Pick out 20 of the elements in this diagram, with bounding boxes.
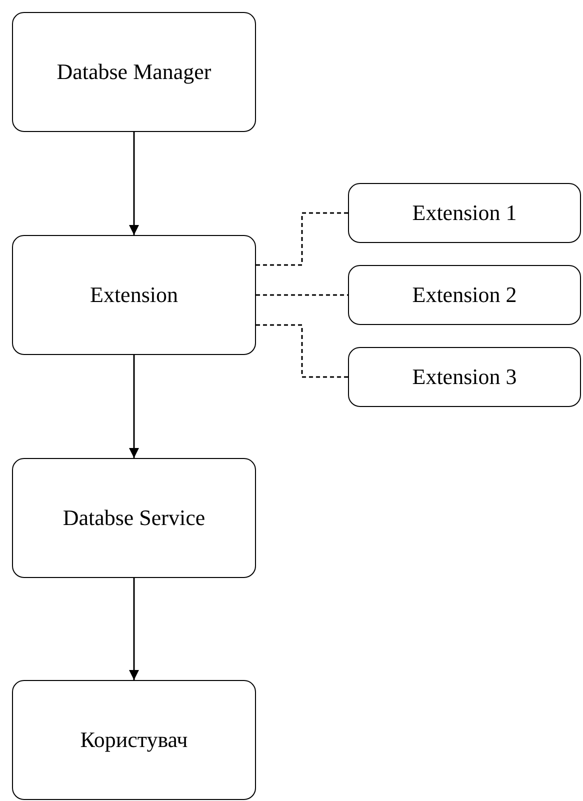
- node-label: Databse Manager: [56, 58, 212, 86]
- node-label: Extension: [90, 280, 178, 309]
- arrow: [129, 132, 139, 235]
- node-label: Користувач: [80, 726, 188, 754]
- node-label: Extension 1: [412, 198, 517, 227]
- extension-box: [348, 183, 581, 243]
- node-label: Databse Service: [62, 504, 206, 532]
- process-box: [12, 680, 256, 800]
- process-box: [12, 12, 256, 132]
- arrow: [129, 355, 139, 458]
- node-label: Extension 2: [412, 280, 517, 309]
- node-label: Extension 3: [412, 362, 517, 391]
- process-box: [12, 235, 256, 355]
- process-box: [12, 458, 256, 578]
- arrow: [129, 578, 139, 680]
- connector-line: [256, 294, 348, 296]
- connector-line: [256, 212, 348, 266]
- extension-box: [348, 265, 581, 325]
- extension-box: [348, 347, 581, 407]
- connector-line: [256, 324, 348, 378]
